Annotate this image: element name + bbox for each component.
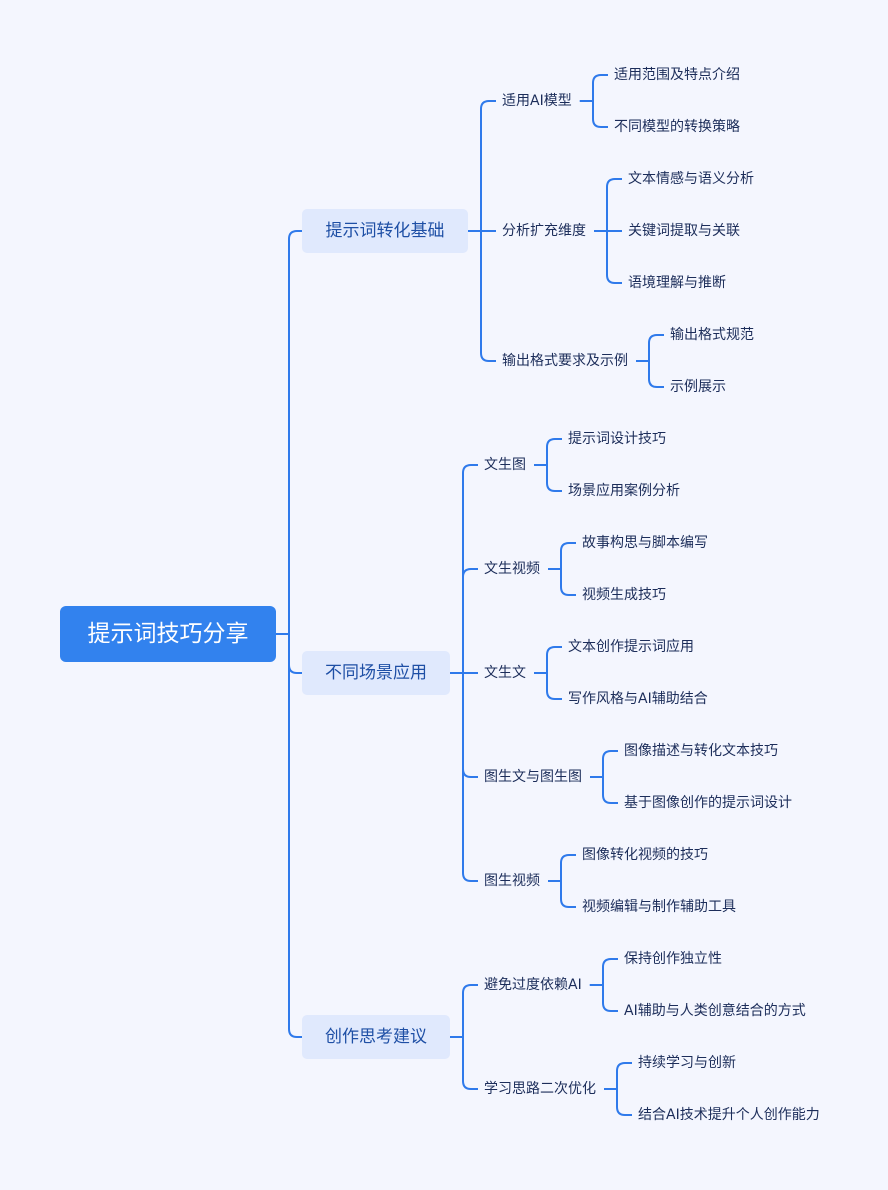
subtopic-node[interactable]: 关键词提取与关联	[628, 223, 740, 239]
subtopic-node[interactable]: 写作风格与AI辅助结合	[568, 691, 708, 707]
connector-line	[602, 985, 618, 1012]
subtopic-node[interactable]: 视频编辑与制作辅助工具	[582, 899, 736, 915]
connector-line	[560, 542, 576, 569]
connector-line	[462, 673, 478, 778]
subtopic-node[interactable]: 输出格式规范	[670, 327, 754, 343]
branch-node[interactable]: 提示词转化基础	[302, 209, 468, 253]
connector-line	[462, 1037, 478, 1090]
connector-line	[560, 881, 576, 908]
topic-node[interactable]: 输出格式要求及示例	[502, 353, 628, 369]
connector-line	[592, 74, 608, 101]
topic-node[interactable]: 文生文	[484, 665, 526, 681]
topic-node[interactable]: 图生文与图生图	[484, 769, 582, 785]
branch-node[interactable]: 不同场景应用	[302, 651, 450, 695]
topic-node[interactable]: 分析扩充维度	[502, 223, 586, 239]
topic-node[interactable]: 文生视频	[484, 561, 540, 577]
subtopic-node[interactable]: 持续学习与创新	[638, 1055, 736, 1071]
connector-line	[602, 777, 618, 804]
topic-node[interactable]: 学习思路二次优化	[484, 1081, 596, 1097]
connector-line	[602, 750, 618, 777]
subtopic-node[interactable]: 文本创作提示词应用	[568, 639, 694, 655]
branch-node[interactable]: 创作思考建议	[302, 1015, 450, 1059]
topic-node[interactable]: 适用AI模型	[502, 93, 572, 109]
connector-line	[606, 178, 622, 231]
connector-line	[462, 984, 478, 1037]
connector-line	[616, 1062, 632, 1089]
root-node[interactable]: 提示词技巧分享	[60, 606, 276, 662]
connector-line	[288, 634, 302, 674]
connector-line	[546, 646, 562, 673]
connector-line	[648, 361, 664, 388]
connector-line	[546, 673, 562, 700]
subtopic-node[interactable]: 视频生成技巧	[582, 587, 666, 603]
connector-line	[648, 334, 664, 361]
subtopic-node[interactable]: 保持创作独立性	[624, 951, 722, 967]
connector-line	[606, 231, 622, 284]
subtopic-node[interactable]: 示例展示	[670, 379, 726, 395]
connector-line	[560, 569, 576, 596]
subtopic-node[interactable]: 场景应用案例分析	[568, 483, 680, 499]
connector-line	[546, 438, 562, 465]
connector-line	[462, 464, 478, 673]
connector-line	[480, 231, 496, 362]
topic-node[interactable]: 避免过度依赖AI	[484, 977, 582, 993]
connector-line	[616, 1089, 632, 1116]
connector-line	[288, 230, 302, 634]
connector-line	[462, 568, 478, 673]
subtopic-node[interactable]: 基于图像创作的提示词设计	[624, 795, 792, 811]
subtopic-node[interactable]: 语境理解与推断	[628, 275, 726, 291]
connector-line	[462, 673, 478, 882]
topic-node[interactable]: 图生视频	[484, 873, 540, 889]
connector-line	[602, 958, 618, 985]
subtopic-node[interactable]: 文本情感与语义分析	[628, 171, 754, 187]
connector-line	[560, 854, 576, 881]
subtopic-node[interactable]: 图像描述与转化文本技巧	[624, 743, 778, 759]
connector-line	[546, 465, 562, 492]
subtopic-node[interactable]: 故事构思与脚本编写	[582, 535, 708, 551]
subtopic-node[interactable]: 结合AI技术提升个人创作能力	[638, 1107, 820, 1123]
connector-line	[288, 634, 302, 1038]
subtopic-node[interactable]: 提示词设计技巧	[568, 431, 666, 447]
subtopic-node[interactable]: AI辅助与人类创意结合的方式	[624, 1003, 806, 1019]
subtopic-node[interactable]: 图像转化视频的技巧	[582, 847, 708, 863]
connector-line	[480, 100, 496, 231]
subtopic-node[interactable]: 不同模型的转换策略	[614, 119, 740, 135]
topic-node[interactable]: 文生图	[484, 457, 526, 473]
connector-line	[592, 101, 608, 128]
subtopic-node[interactable]: 适用范围及特点介绍	[614, 67, 740, 83]
